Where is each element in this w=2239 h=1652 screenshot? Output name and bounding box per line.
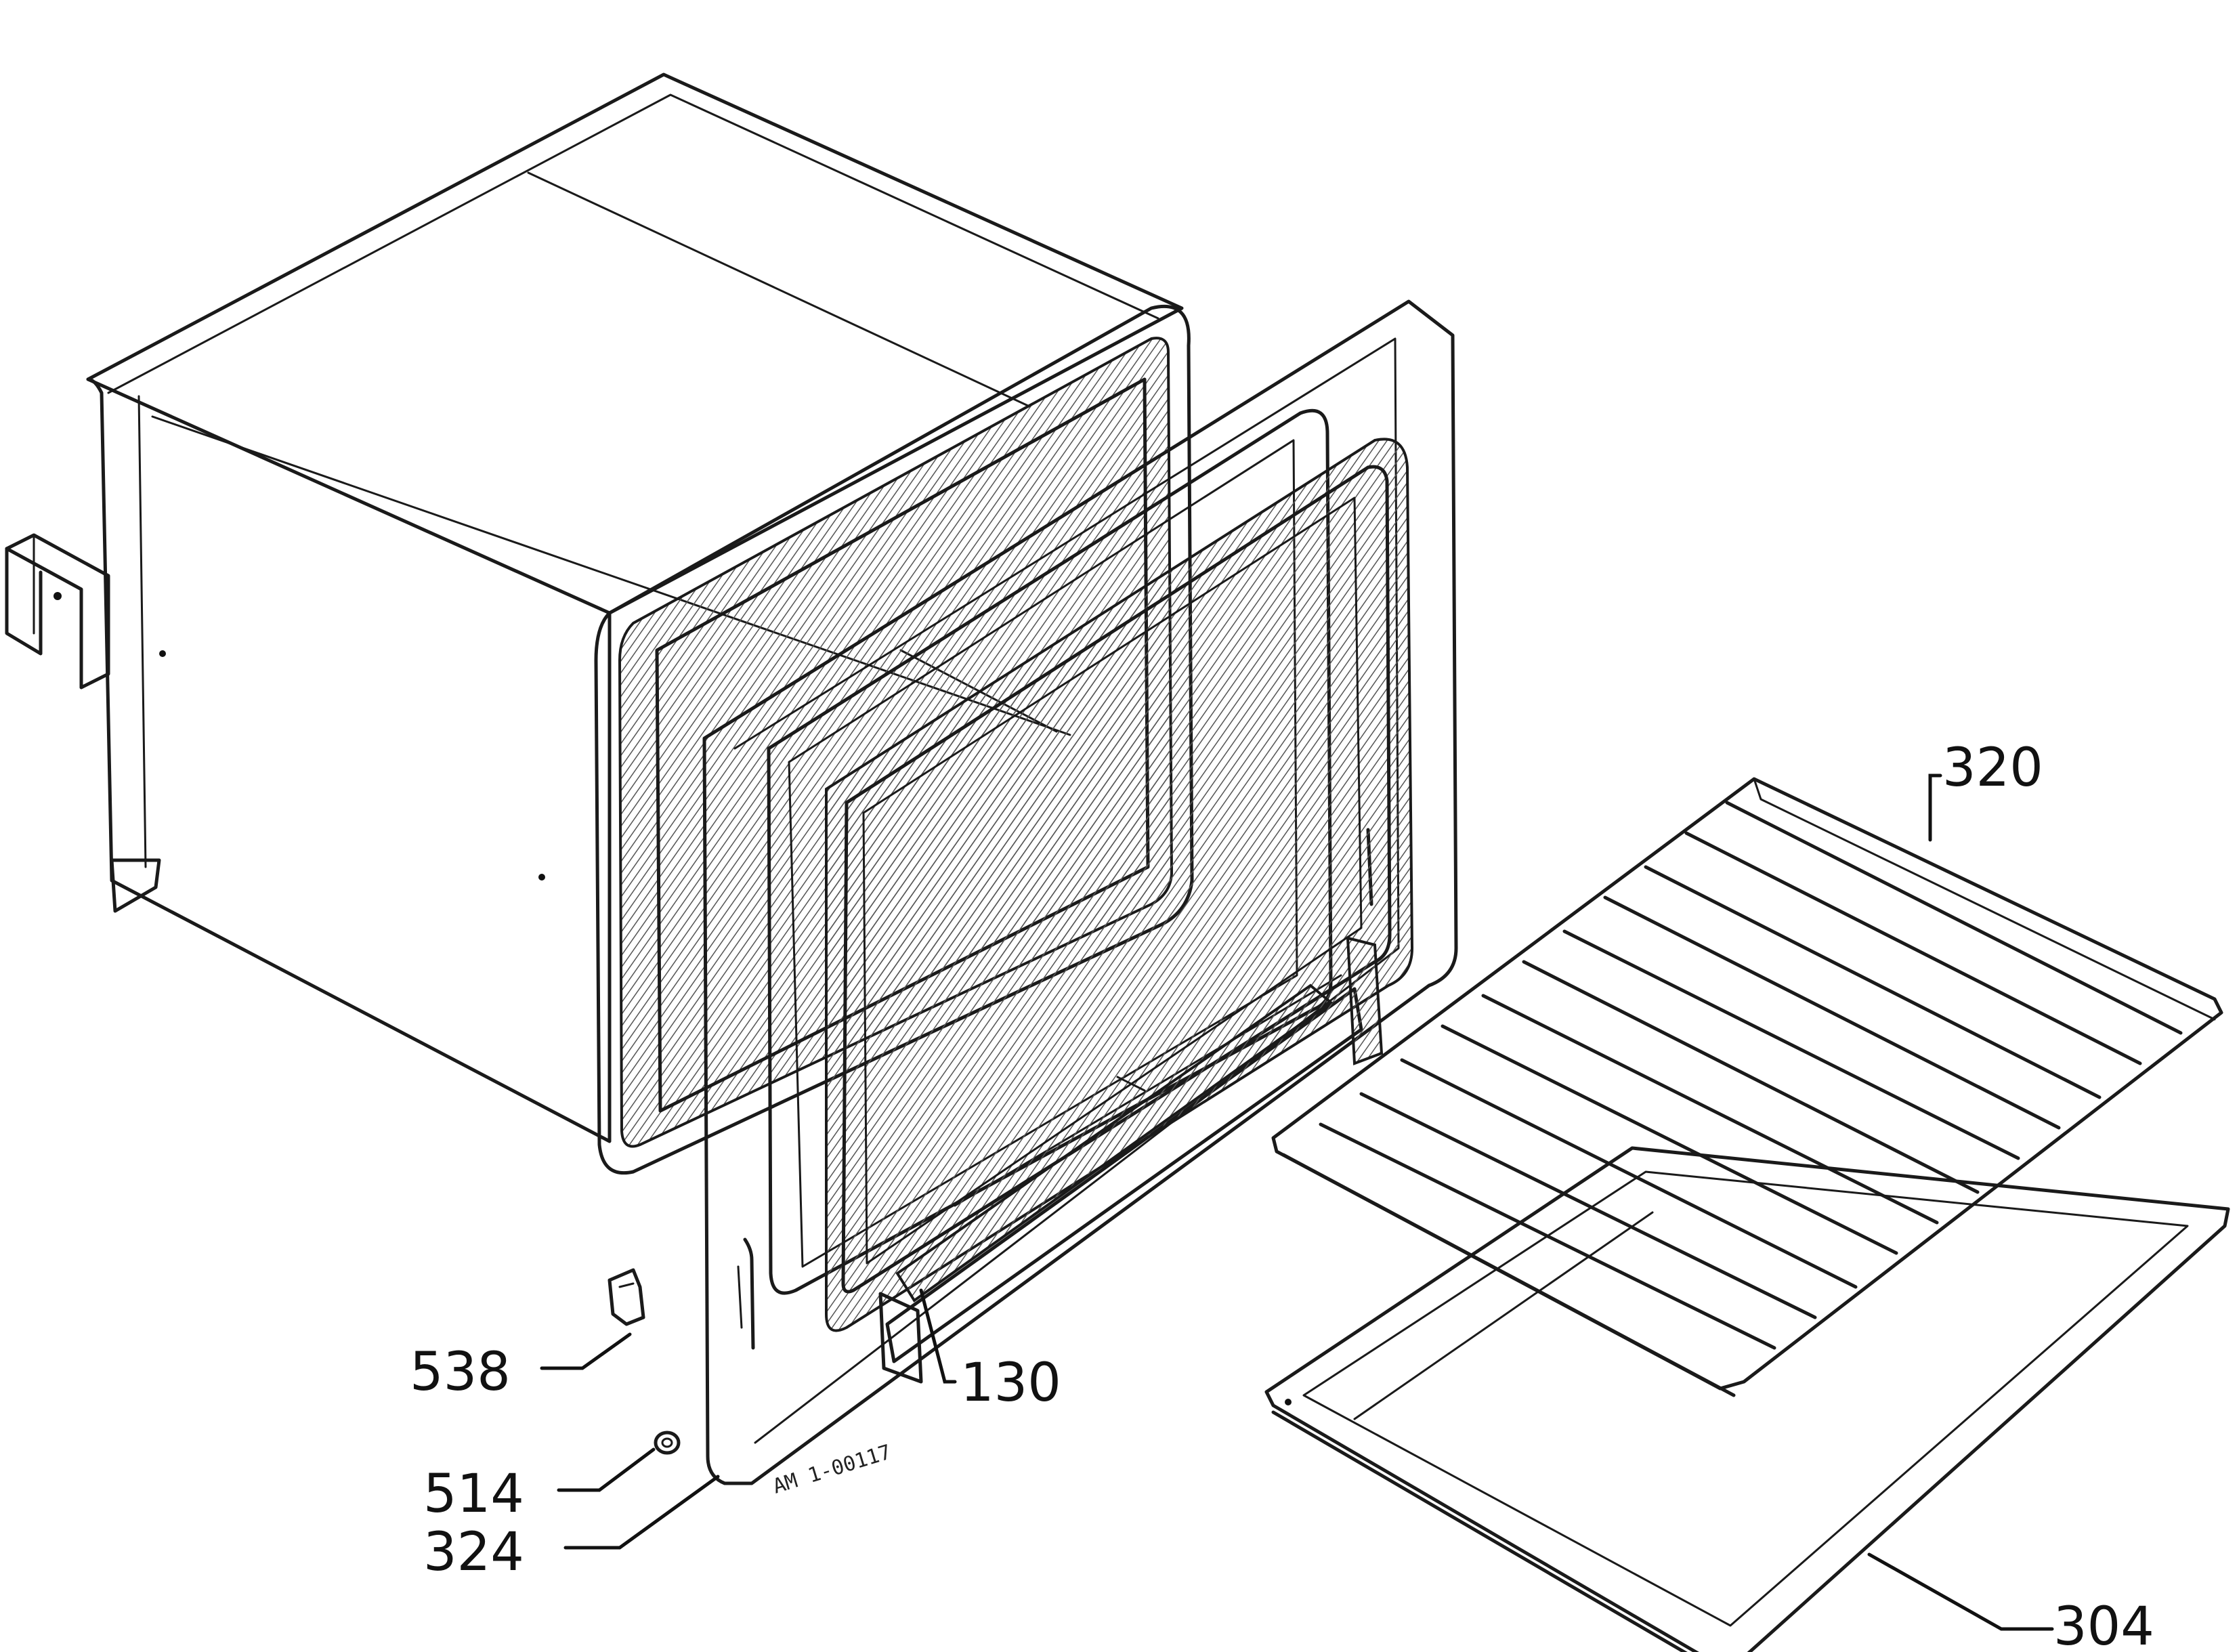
baking-tray	[1264, 1146, 2230, 1652]
oven-rack	[1271, 777, 2223, 1397]
leader-lines	[540, 774, 2054, 1631]
oven-cavity	[86, 72, 1184, 1143]
label-320: 320	[1942, 738, 2043, 799]
stamp-text: AM 1-00117	[770, 1440, 894, 1498]
leader-514	[557, 1447, 656, 1492]
leader-320	[1928, 774, 1942, 842]
label-538: 538	[410, 1342, 511, 1403]
leader-304	[1867, 1552, 2054, 1631]
label-324: 324	[423, 1522, 524, 1583]
leader-130	[919, 1288, 957, 1384]
leader-538	[540, 1332, 632, 1370]
mounting-bracket	[5, 533, 110, 690]
leader-324	[563, 1475, 720, 1550]
clip-part	[607, 1268, 645, 1326]
nut-part	[654, 1431, 681, 1455]
label-304: 304	[2053, 1596, 2154, 1652]
label-130: 130	[960, 1353, 1061, 1414]
label-514: 514	[423, 1464, 524, 1525]
rack-wires	[1319, 801, 2183, 1350]
inner-door-glass	[825, 438, 1414, 1384]
